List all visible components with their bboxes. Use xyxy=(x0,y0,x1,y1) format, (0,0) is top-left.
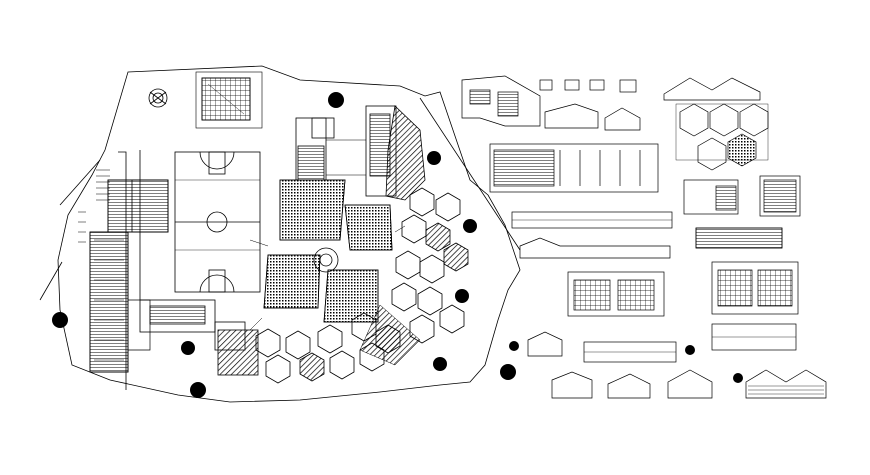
classroom-plan-a xyxy=(567,271,665,317)
entrance-monument xyxy=(148,88,168,108)
top-buildings xyxy=(295,105,397,197)
sports-stand xyxy=(201,77,251,121)
hex-plan-detail xyxy=(675,103,769,171)
classroom-plan-b xyxy=(711,261,799,315)
trees xyxy=(52,92,516,398)
long-floor-plan xyxy=(489,143,659,193)
basketball-court xyxy=(174,151,261,293)
detail-trees xyxy=(509,341,743,383)
detail-sheets xyxy=(461,75,827,399)
elevation-gable xyxy=(663,77,761,101)
central-gardens xyxy=(249,179,406,331)
site-plan xyxy=(39,65,521,403)
site-boundary xyxy=(57,65,521,403)
key-plan xyxy=(461,75,541,127)
hatched-terrace xyxy=(217,329,259,376)
